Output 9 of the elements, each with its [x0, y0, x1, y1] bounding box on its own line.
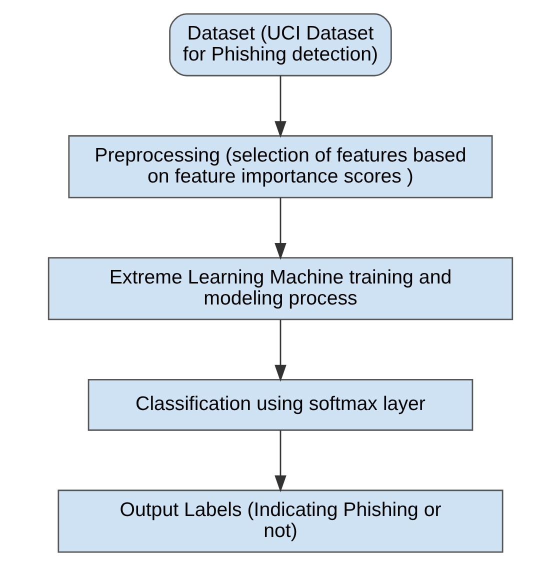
node-box: Preprocessing (selection of features based on feature importance scores ) — [68, 135, 492, 198]
node-box: Output Labels (Indicating Phishing or not) — [57, 490, 503, 553]
node-box: Dataset (UCI Dataset for Phishing detection) — [168, 13, 392, 76]
node-box: Extreme Learning Machine training and modeling process — [47, 257, 513, 320]
arrow — [274, 320, 286, 382]
arrow — [274, 76, 286, 138]
arrow — [274, 430, 286, 492]
arrow — [274, 198, 286, 260]
node-box: Classification using softmax layer — [87, 378, 473, 431]
